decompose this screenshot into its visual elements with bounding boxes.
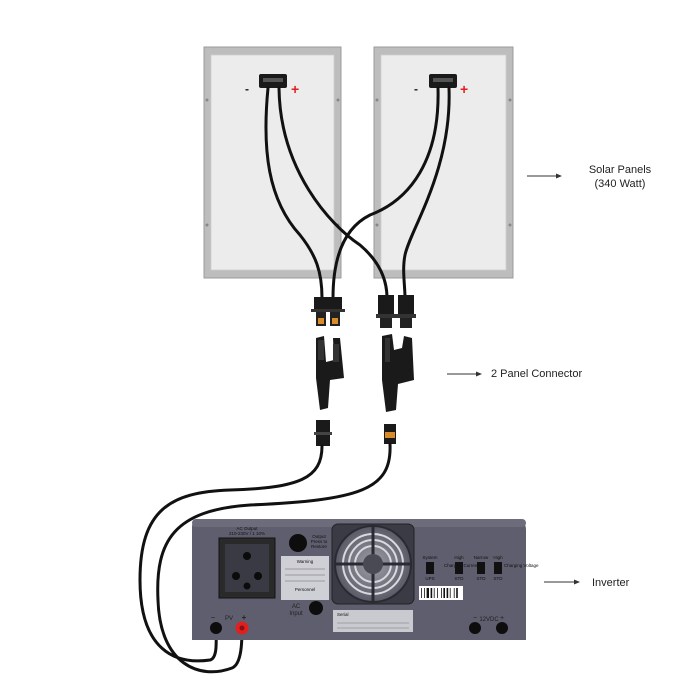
mc4-connectors-bottom bbox=[314, 420, 396, 446]
svg-text:High: High bbox=[454, 555, 464, 560]
svg-text:UPS: UPS bbox=[425, 576, 434, 581]
svg-text:12VDC: 12VDC bbox=[479, 617, 499, 623]
minus-sign: - bbox=[245, 82, 249, 96]
barcode-bar bbox=[424, 588, 425, 598]
plus-sign: + bbox=[460, 81, 468, 97]
svg-text:STD: STD bbox=[494, 576, 504, 581]
minus-sign: - bbox=[414, 82, 418, 96]
solar-panels-wattage: (340 Watt) bbox=[595, 178, 646, 190]
barcode-bar bbox=[426, 588, 429, 598]
svg-text:Narrow: Narrow bbox=[474, 555, 489, 560]
charging-current-switch[interactable] bbox=[455, 562, 463, 574]
ac-input-port[interactable] bbox=[309, 601, 323, 615]
cooling-fan bbox=[331, 523, 415, 605]
panel-connector-label: 2 Panel Connector bbox=[491, 368, 582, 380]
pv-negative-terminal[interactable] bbox=[210, 622, 222, 634]
svg-text:−: − bbox=[211, 613, 216, 622]
barcode bbox=[419, 586, 463, 600]
barcode-bar bbox=[441, 588, 442, 598]
svg-text:210-230V / 1 10%: 210-230V / 1 10% bbox=[229, 531, 265, 536]
svg-text:+: + bbox=[242, 613, 247, 622]
plus-sign: + bbox=[291, 81, 299, 97]
solar-panel-left: - + bbox=[203, 46, 342, 279]
callout-inverter: Inverter bbox=[544, 577, 630, 589]
y-branch-connector-right bbox=[382, 334, 414, 412]
svg-text:AC Output: AC Output bbox=[236, 526, 258, 531]
system-switch[interactable] bbox=[426, 562, 434, 574]
callout-solar-panels: Solar Panels (340 Watt) bbox=[527, 164, 652, 190]
dc-negative-terminal[interactable] bbox=[469, 622, 481, 634]
svg-text:Serial: Serial bbox=[337, 612, 349, 617]
svg-text:High: High bbox=[493, 555, 503, 560]
barcode-bar bbox=[453, 588, 455, 598]
barcode-bar bbox=[456, 588, 458, 598]
ac-output-socket: AC Output 210-230V / 1 10% bbox=[218, 526, 276, 599]
svg-text:+: + bbox=[500, 615, 504, 622]
svg-text:Charging Voltage: Charging Voltage bbox=[504, 563, 539, 568]
svg-text:Output: Output bbox=[312, 534, 326, 539]
barcode-bar bbox=[430, 588, 433, 598]
inverter: AC Output 210-230V / 1 10% Output Press … bbox=[192, 519, 539, 640]
narrow-switch[interactable] bbox=[477, 562, 485, 574]
y-branch-connector-left bbox=[316, 336, 344, 410]
svg-text:AC: AC bbox=[292, 604, 301, 610]
dip-switches: System UPS High Charging Current STD Nar… bbox=[422, 555, 539, 581]
svg-text:Press to: Press to bbox=[311, 539, 328, 544]
charging-voltage-switch[interactable] bbox=[494, 562, 502, 574]
svg-text:Restore: Restore bbox=[311, 544, 327, 549]
svg-text:System: System bbox=[422, 555, 437, 560]
svg-text:Personnel: Personnel bbox=[295, 587, 315, 592]
svg-text:−: − bbox=[473, 615, 477, 622]
solar-panel-right: - + bbox=[373, 46, 514, 279]
output-reset-button[interactable] bbox=[289, 534, 307, 552]
barcode-bar bbox=[443, 588, 445, 598]
svg-text:STD: STD bbox=[455, 576, 465, 581]
barcode-bar bbox=[449, 588, 451, 598]
warning-label: Warning Personnel bbox=[281, 556, 329, 600]
serial-plate bbox=[333, 610, 413, 632]
barcode-bar bbox=[437, 588, 438, 598]
svg-text:STD: STD bbox=[477, 576, 487, 581]
solar-panels-label: Solar Panels bbox=[589, 164, 652, 176]
svg-text:Warning: Warning bbox=[297, 559, 314, 564]
barcode-bar bbox=[433, 588, 435, 598]
mc4-connectors-top bbox=[311, 295, 416, 328]
dc-positive-terminal[interactable] bbox=[496, 622, 508, 634]
inverter-label: Inverter bbox=[592, 577, 630, 589]
barcode-bar bbox=[421, 588, 422, 598]
svg-text:PV: PV bbox=[225, 616, 233, 622]
callout-panel-connector: 2 Panel Connector bbox=[447, 368, 582, 380]
inverter-cables bbox=[138, 442, 392, 674]
panel-cables bbox=[264, 86, 451, 300]
svg-text:Input: Input bbox=[289, 611, 303, 617]
barcode-bar bbox=[446, 588, 449, 598]
